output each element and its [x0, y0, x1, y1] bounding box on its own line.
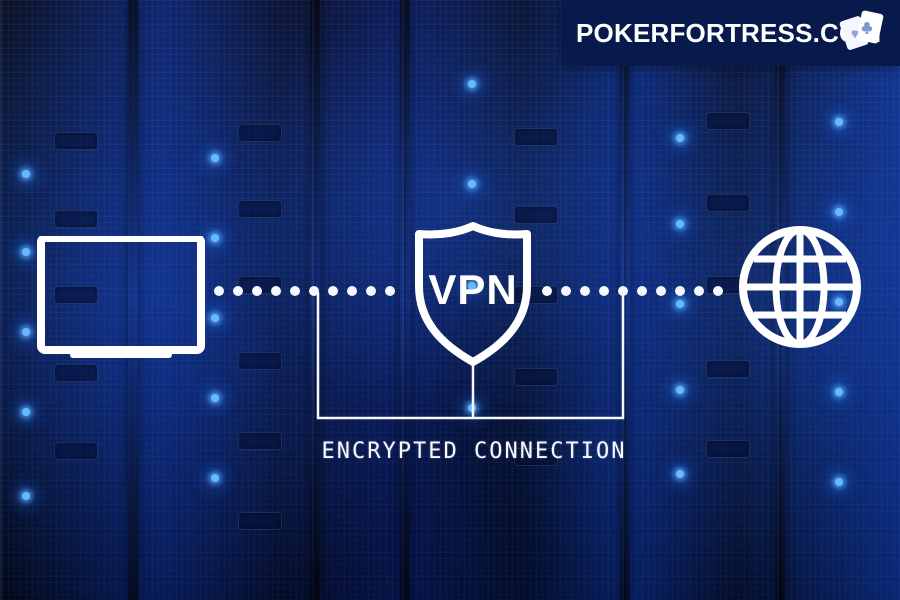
- status-light: [211, 314, 219, 322]
- encrypted-connection-label: ENCRYPTED CONNECTION: [321, 439, 627, 464]
- rack-slot: [514, 128, 558, 146]
- status-light: [22, 408, 30, 416]
- rack-slot: [238, 124, 282, 142]
- rack-slot: [54, 442, 98, 460]
- connection-dot: [214, 286, 224, 296]
- monitor-icon: [37, 234, 205, 358]
- globe-icon: [739, 226, 861, 348]
- status-light: [468, 180, 476, 188]
- status-light: [468, 282, 476, 290]
- rack-divider: [310, 0, 320, 600]
- brand-name: POKERFORTRESS.COM: [576, 18, 882, 48]
- rack-slot: [706, 112, 750, 130]
- rack-slot: [514, 206, 558, 224]
- connection-dot: [290, 286, 300, 296]
- connection-dot: [561, 286, 571, 296]
- status-light: [835, 118, 843, 126]
- status-light: [835, 298, 843, 306]
- rack-slot: [238, 200, 282, 218]
- connection-dot: [713, 286, 723, 296]
- rack-slot: [706, 194, 750, 212]
- connection-dot: [233, 286, 243, 296]
- rack-slot: [54, 286, 98, 304]
- status-light: [211, 234, 219, 242]
- server-rack-panel: [132, 0, 316, 600]
- connection-dot: [599, 286, 609, 296]
- status-light: [835, 388, 843, 396]
- status-light: [835, 208, 843, 216]
- status-light: [676, 470, 684, 478]
- status-light: [676, 300, 684, 308]
- status-light: [676, 386, 684, 394]
- rack-slot: [238, 352, 282, 370]
- connection-dot: [542, 286, 552, 296]
- status-light: [676, 134, 684, 142]
- status-light: [211, 154, 219, 162]
- status-light: [835, 478, 843, 486]
- rack-slot: [514, 448, 558, 466]
- brand-banner: POKERFORTRESS.COM: [562, 0, 900, 66]
- connection-dot: [252, 286, 262, 296]
- connection-dot: [385, 286, 395, 296]
- connection-dot: [580, 286, 590, 296]
- rack-slot: [238, 512, 282, 530]
- status-light: [468, 80, 476, 88]
- rack-slot: [54, 210, 98, 228]
- rack-divider: [128, 0, 138, 600]
- rack-slot: [54, 364, 98, 382]
- shield-icon: [415, 222, 531, 366]
- connection-dot: [271, 286, 281, 296]
- connection-dot: [637, 286, 647, 296]
- status-light: [22, 248, 30, 256]
- status-light: [22, 170, 30, 178]
- connection-dot: [328, 286, 338, 296]
- connection-dot: [694, 286, 704, 296]
- vpn-node: VPN: [411, 220, 535, 368]
- rack-slot: [54, 132, 98, 150]
- status-light: [22, 492, 30, 500]
- playing-cards-icon: [839, 10, 884, 50]
- connection-dot: [656, 286, 666, 296]
- client-device: [36, 234, 206, 366]
- connection-dot: [347, 286, 357, 296]
- connection-dot: [618, 286, 628, 296]
- rack-slot: [706, 360, 750, 378]
- connection-dot: [366, 286, 376, 296]
- rack-slot: [238, 432, 282, 450]
- internet-node: [734, 221, 866, 353]
- status-light: [211, 474, 219, 482]
- rack-divider: [620, 0, 630, 600]
- status-light: [211, 394, 219, 402]
- vpn-label: VPN: [428, 266, 518, 313]
- rack-slot: [706, 440, 750, 458]
- connection-dot: [675, 286, 685, 296]
- status-light: [676, 220, 684, 228]
- connection-dot: [309, 286, 319, 296]
- status-light: [22, 328, 30, 336]
